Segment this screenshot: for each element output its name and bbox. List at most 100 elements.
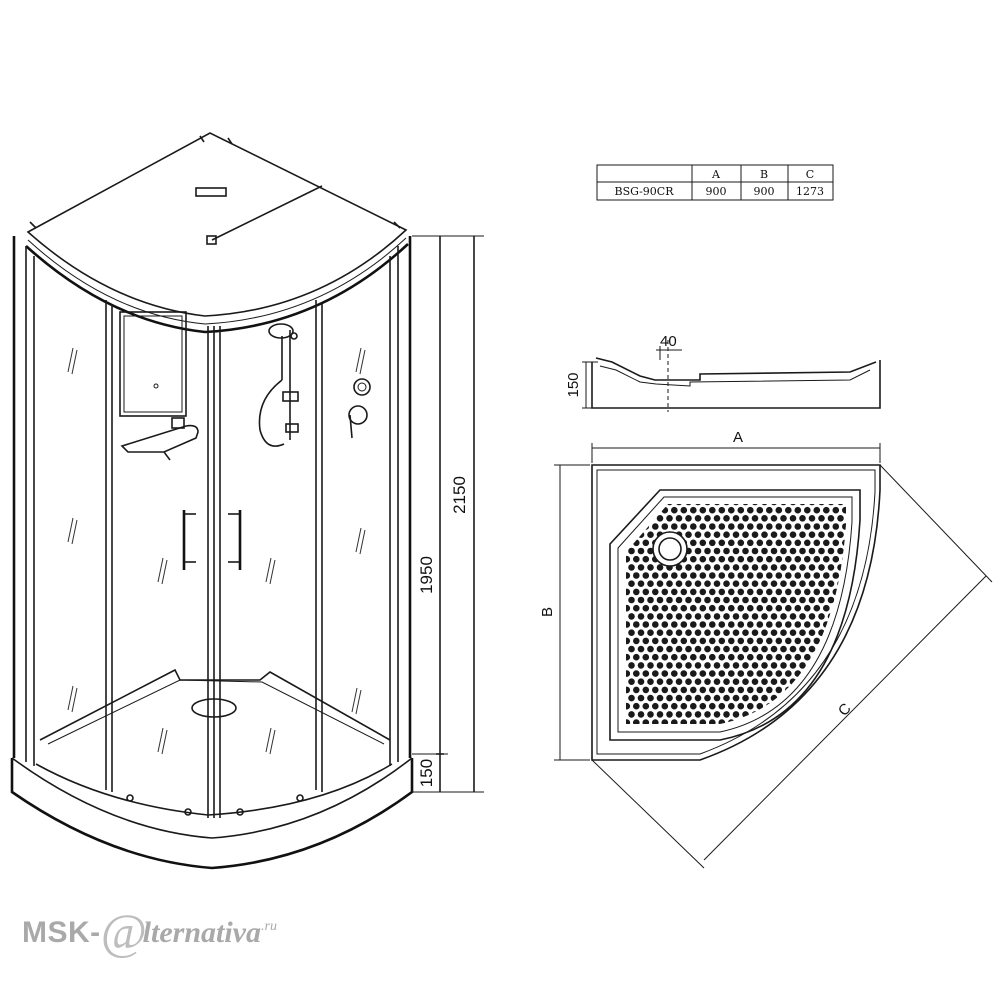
anti-slip-dot <box>751 629 759 636</box>
shower-cabin-drawing <box>10 132 414 870</box>
anti-slip-dot <box>818 504 825 506</box>
anti-slip-dot <box>770 580 778 587</box>
anti-slip-dot <box>808 504 816 506</box>
anti-slip-dot <box>666 694 673 702</box>
anti-slip-dot <box>761 531 768 538</box>
anti-slip-dot <box>789 580 797 587</box>
anti-slip-dot <box>794 572 802 579</box>
anti-slip-dot <box>685 564 692 571</box>
anti-slip-dot <box>637 564 645 571</box>
anti-slip-dot <box>718 572 726 579</box>
anti-slip-dot <box>832 539 840 547</box>
anti-slip-dot <box>661 702 669 710</box>
anti-slip-dot <box>661 719 669 724</box>
anti-slip-dot <box>794 588 802 596</box>
anti-slip-dot <box>823 523 830 530</box>
anti-slip-dot <box>619 646 626 653</box>
anti-slip-dot <box>619 515 626 522</box>
anti-slip-dot <box>723 580 730 587</box>
anti-slip-dot <box>675 662 683 669</box>
anti-slip-dot <box>704 504 711 506</box>
anti-slip-dot <box>804 588 811 596</box>
anti-slip-dot <box>728 637 735 645</box>
anti-slip-dot <box>626 686 631 694</box>
anti-slip-dot <box>842 653 846 661</box>
dim-label-c: C <box>835 700 855 720</box>
anti-slip-dot <box>737 506 745 514</box>
anti-slip-dot <box>680 588 688 596</box>
anti-slip-dot <box>837 547 844 555</box>
anti-slip-dot <box>751 531 759 538</box>
anti-slip-dot <box>633 621 640 628</box>
anti-slip-dot <box>827 694 835 702</box>
anti-slip-dot <box>637 711 645 718</box>
anti-slip-dot <box>756 653 764 661</box>
anti-slip-dot <box>756 539 764 547</box>
anti-slip-dot <box>799 515 806 522</box>
anti-slip-dot <box>718 506 726 514</box>
anti-slip-dot <box>737 604 745 612</box>
anti-slip-dot <box>633 523 640 530</box>
anti-slip-dot <box>685 580 692 587</box>
anti-slip-dot <box>804 506 811 514</box>
anti-slip-dot <box>718 702 726 710</box>
anti-slip-dot <box>713 662 721 669</box>
watermark-tld: .ru <box>261 919 277 934</box>
anti-slip-dot <box>723 596 730 604</box>
anti-slip-dot <box>827 580 835 587</box>
anti-slip-dot <box>785 686 792 694</box>
shower-head-icon <box>258 323 299 447</box>
anti-slip-dot <box>680 719 688 724</box>
anti-slip-dot <box>690 555 697 563</box>
anti-slip-dot <box>751 515 759 522</box>
anti-slip-dot <box>818 531 825 538</box>
anti-slip-dot <box>642 621 650 628</box>
anti-slip-dot <box>813 572 821 579</box>
anti-slip-dot <box>728 572 735 579</box>
anti-slip-dot <box>619 695 626 702</box>
anti-slip-dot <box>626 621 631 628</box>
anti-slip-dot <box>628 596 635 604</box>
anti-slip-dot <box>794 539 802 547</box>
anti-slip-dot <box>785 719 792 724</box>
anti-slip-dot <box>832 555 840 563</box>
anti-slip-dot <box>789 711 797 718</box>
anti-slip-dot <box>642 523 650 530</box>
anti-slip-dot <box>628 547 635 555</box>
anti-slip-dot <box>837 531 844 538</box>
anti-slip-dot <box>694 564 702 571</box>
anti-slip-dot <box>808 629 816 636</box>
anti-slip-dot <box>789 662 797 669</box>
anti-slip-dot <box>766 555 773 563</box>
anti-slip-dot <box>694 596 702 604</box>
anti-slip-dot <box>775 539 783 547</box>
anti-slip-dot <box>671 702 678 710</box>
anti-slip-dot <box>780 515 787 522</box>
anti-slip-dot <box>775 523 783 530</box>
anti-slip-dot <box>661 588 669 596</box>
anti-slip-dot <box>626 702 631 710</box>
anti-slip-dot <box>823 702 830 710</box>
anti-slip-dot <box>832 506 840 514</box>
anti-slip-dot <box>827 678 835 685</box>
anti-slip-dot <box>709 686 716 694</box>
anti-slip-dot <box>633 604 640 612</box>
anti-slip-dot <box>761 694 768 702</box>
anti-slip-dot <box>709 506 716 514</box>
anti-slip-dot <box>666 580 673 587</box>
anti-slip-dot <box>699 506 707 514</box>
anti-slip-dot <box>723 645 730 653</box>
anti-slip-dot <box>808 515 816 522</box>
anti-slip-dot <box>709 702 716 710</box>
anti-slip-dot <box>837 564 844 571</box>
anti-slip-dot <box>785 670 792 677</box>
anti-slip-dot <box>818 694 825 702</box>
anti-slip-dot <box>656 629 664 636</box>
anti-slip-dot <box>818 678 825 685</box>
anti-slip-dot <box>732 662 740 669</box>
anti-slip-dot <box>837 515 844 522</box>
anti-slip-dot <box>690 637 697 645</box>
anti-slip-dot <box>794 670 802 677</box>
anti-slip-dot <box>647 678 654 685</box>
anti-slip-dot <box>775 686 783 694</box>
